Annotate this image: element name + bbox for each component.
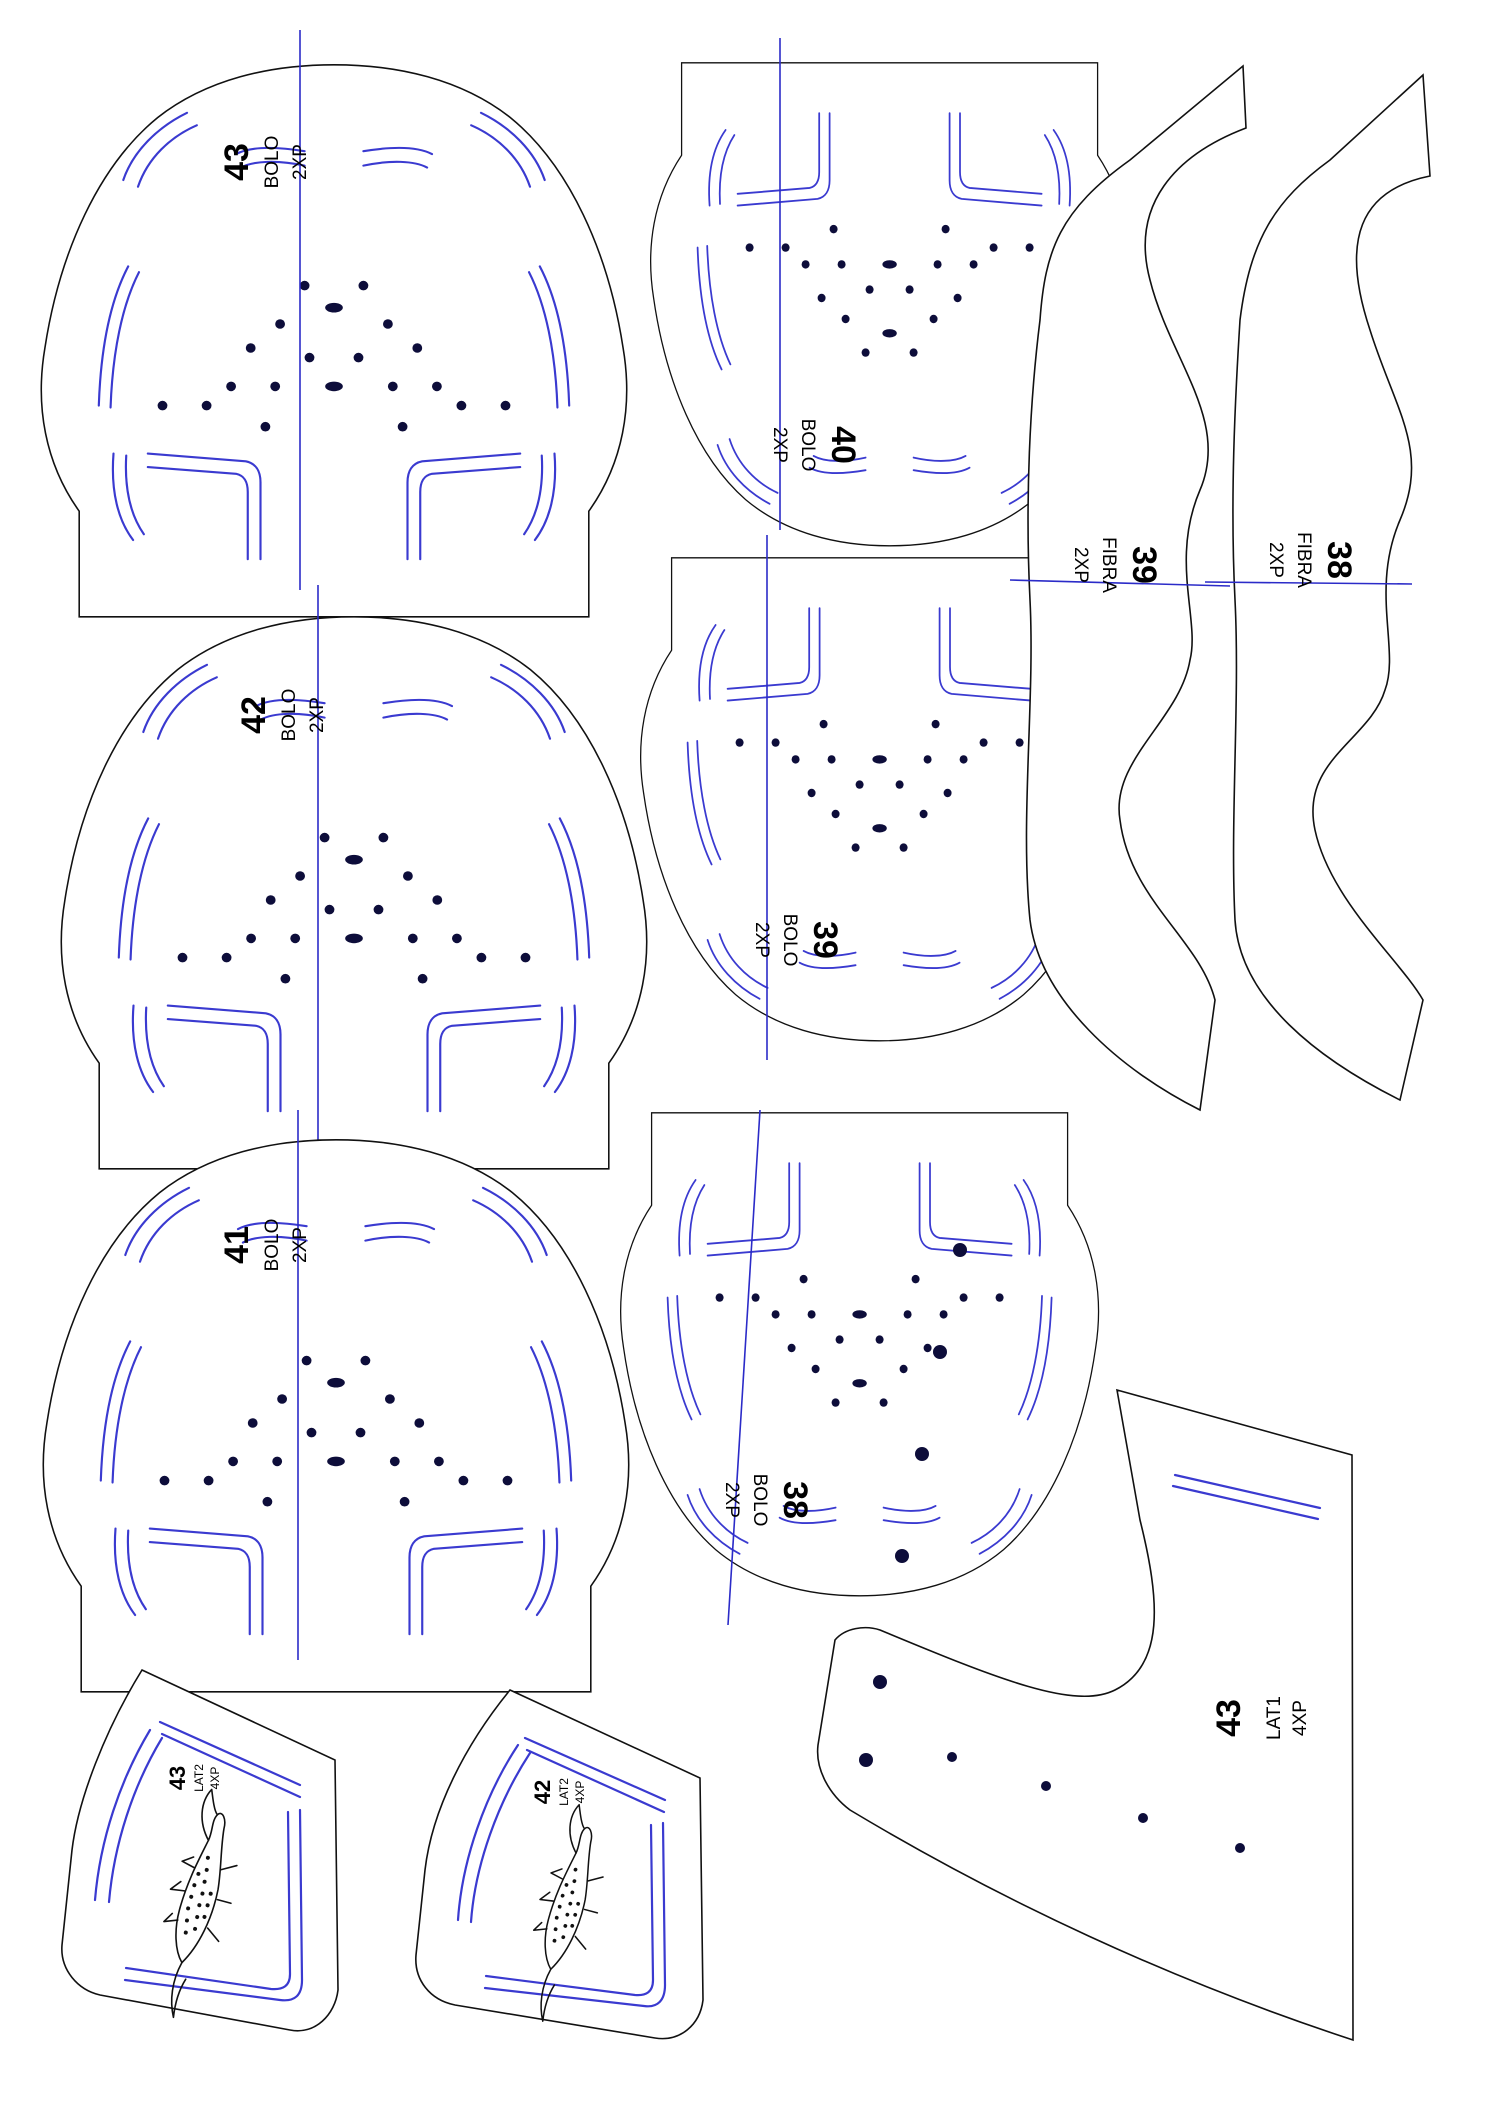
punch-hole: [915, 1447, 929, 1461]
material-label: BOLO: [749, 1474, 770, 1527]
quantity-label: 2XP: [721, 1482, 742, 1518]
bolo-piece-42: [60, 615, 648, 1170]
bolo-piece-41: [42, 1138, 630, 1693]
punch-hole: [895, 1549, 909, 1563]
size-label: 40: [824, 426, 862, 464]
material-label: FIBRA: [1293, 532, 1314, 588]
bolo-piece-38: [619, 1111, 1100, 1597]
material-label: BOLO: [779, 914, 800, 967]
axis-line: [1009, 579, 1231, 587]
lat2-piece-43: [61, 1668, 339, 2032]
material-label: LAT2: [192, 1764, 206, 1792]
punch-hole: [953, 1243, 967, 1257]
quantity-label: 2XP: [769, 427, 790, 463]
material-label: BOLO: [797, 419, 818, 472]
quantity-label: 2XP: [290, 144, 311, 180]
bolo-piece-43: [40, 63, 628, 618]
quantity-label: 2XP: [1070, 547, 1091, 583]
quantity-label: 2XP: [751, 922, 772, 958]
size-label: 42: [530, 1780, 555, 1804]
axis-line: [1204, 581, 1413, 585]
lat1-piece-43: [816, 1388, 1354, 2042]
lat2-piece-42: [415, 1689, 704, 2040]
size-label: 39: [806, 921, 844, 959]
fibra-piece-39: [1025, 64, 1247, 1112]
size-label: 43: [218, 143, 256, 181]
size-label: 43: [165, 1766, 190, 1790]
size-label: 43: [1210, 1699, 1248, 1737]
quantity-label: 4XP: [573, 1781, 587, 1804]
quantity-label: 4XP: [208, 1767, 222, 1790]
fibra-piece-38: [1232, 73, 1431, 1102]
size-label: 42: [235, 696, 273, 734]
quantity-label: 2XP: [307, 697, 328, 733]
size-label: 38: [776, 1481, 814, 1519]
material-label: FIBRA: [1098, 537, 1119, 593]
material-label: LAT2: [557, 1778, 571, 1806]
size-label: 39: [1125, 546, 1163, 584]
size-label: 38: [1320, 541, 1358, 579]
material-label: LAT1: [1264, 1696, 1285, 1740]
material-label: BOLO: [262, 1219, 283, 1272]
quantity-label: 4XP: [1290, 1700, 1311, 1736]
axis-line: [727, 1109, 761, 1626]
size-label: 41: [218, 1226, 256, 1264]
quantity-label: 2XP: [1265, 542, 1286, 578]
punch-hole: [933, 1345, 947, 1359]
material-label: BOLO: [279, 689, 300, 742]
quantity-label: 2XP: [290, 1227, 311, 1263]
material-label: BOLO: [262, 136, 283, 189]
